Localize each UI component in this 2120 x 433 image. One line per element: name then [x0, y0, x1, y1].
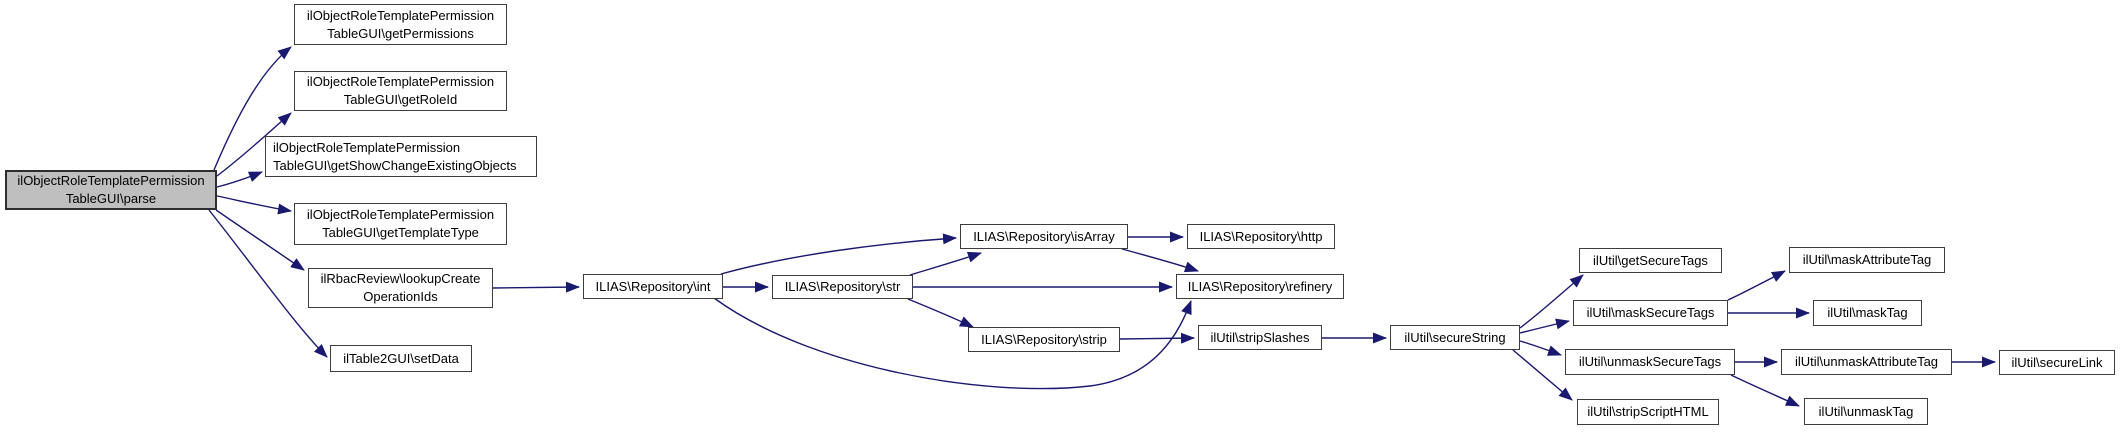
node-isArray-label: ILIAS\Repository\isArray — [973, 228, 1115, 244]
node-getSecureTags-label: ilUtil\getSecureTags — [1593, 252, 1708, 268]
edge-parse-to-getTemplateType — [216, 195, 292, 215]
node-lookupCreateOperationIds[interactable]: ilRbacReview\lookupCreate OperationIds — [308, 268, 493, 308]
node-stripSlashes-label: ilUtil\stripSlashes — [1210, 329, 1310, 345]
node-http[interactable]: ILIAS\Repository\http — [1187, 224, 1335, 249]
edge-parse-to-setData — [208, 209, 328, 358]
node-maskTag-label: ilUtil\maskTag — [1827, 305, 1908, 320]
node-parse[interactable]: ilObjectRoleTemplatePermission TableGUI\… — [5, 170, 217, 210]
node-stripScriptHTML[interactable]: ilUtil\stripScriptHTML — [1577, 399, 1719, 425]
node-getTemplateType-label: ilObjectRoleTemplatePermission TableGUI\… — [306, 207, 495, 240]
node-int[interactable]: ILIAS\Repository\int — [583, 274, 723, 299]
node-getPermissions[interactable]: ilObjectRoleTemplatePermission TableGUI\… — [294, 4, 507, 45]
node-lookupCreateOperationIds-label: ilRbacReview\lookupCreate OperationIds — [320, 271, 481, 304]
node-secureLink[interactable]: ilUtil\secureLink — [1999, 350, 2115, 375]
node-maskAttributeTag[interactable]: ilUtil\maskAttributeTag — [1789, 247, 1945, 273]
node-str[interactable]: ILIAS\Repository\str — [772, 275, 913, 299]
node-maskSecureTags[interactable]: ilUtil\maskSecureTags — [1573, 300, 1728, 326]
node-secureString-label: ilUtil\secureString — [1404, 329, 1506, 345]
edge-secureString-to-maskSecureTags — [1519, 318, 1570, 334]
node-strip[interactable]: ILIAS\Repository\strip — [968, 327, 1120, 352]
edge-parse-to-getRoleId — [216, 112, 292, 177]
node-parse-label: ilObjectRoleTemplatePermission TableGUI\… — [17, 173, 205, 206]
node-str-label: ILIAS\Repository\str — [784, 279, 901, 294]
node-refinery-label: ILIAS\Repository\refinery — [1187, 278, 1333, 294]
node-isArray[interactable]: ILIAS\Repository\isArray — [960, 224, 1128, 249]
edge-parse-to-lookupCreateOperationIds — [215, 209, 305, 271]
edge-strip-to-stripSlashes — [1119, 332, 1195, 344]
edge-int-to-refinery — [713, 297, 1192, 390]
node-maskSecureTags-label: ilUtil\maskSecureTags — [1586, 305, 1715, 320]
edge-secureString-to-getSecureTags — [1519, 274, 1584, 329]
node-getRoleId-label: ilObjectRoleTemplatePermission TableGUI\… — [306, 74, 495, 107]
node-secureString[interactable]: ilUtil\secureString — [1390, 325, 1520, 350]
edge-maskSecureTags-to-maskAttributeTag — [1727, 270, 1786, 301]
node-getPermissions-label: ilObjectRoleTemplatePermission TableGUI\… — [306, 7, 495, 41]
node-maskTag[interactable]: ilUtil\maskTag — [1813, 300, 1922, 326]
edge-str-to-strip — [907, 298, 974, 328]
node-unmaskSecureTags-label: ilUtil\unmaskSecureTags — [1578, 354, 1722, 369]
node-http-label: ILIAS\Repository\http — [1199, 228, 1323, 244]
node-getShowChangeExistingObjects[interactable]: ilObjectRoleTemplatePermission TableGUI\… — [265, 136, 537, 177]
node-unmaskTag-label: ilUtil\unmaskTag — [1818, 403, 1914, 419]
edge-parse-to-getPermissions — [213, 46, 292, 171]
node-setData[interactable]: ilTable2GUI\setData — [330, 345, 472, 372]
edge-isArray-to-refinery — [1121, 248, 1199, 273]
edge-unmaskSecureTags-to-unmaskTag — [1730, 374, 1800, 407]
node-getTemplateType[interactable]: ilObjectRoleTemplatePermission TableGUI\… — [294, 203, 507, 245]
node-maskAttributeTag-label: ilUtil\maskAttributeTag — [1802, 252, 1932, 267]
node-getRoleId[interactable]: ilObjectRoleTemplatePermission TableGUI\… — [294, 71, 507, 111]
node-getSecureTags[interactable]: ilUtil\getSecureTags — [1579, 248, 1722, 273]
edge-lookupCreateOperationIds-to-int — [492, 281, 580, 293]
node-unmaskTag[interactable]: ilUtil\unmaskTag — [1804, 398, 1928, 425]
node-unmaskSecureTags[interactable]: ilUtil\unmaskSecureTags — [1565, 349, 1735, 375]
node-stripScriptHTML-label: ilUtil\stripScriptHTML — [1587, 404, 1709, 419]
edge-int-to-isArray — [720, 233, 957, 275]
node-strip-label: ILIAS\Repository\strip — [981, 331, 1107, 347]
node-setData-label: ilTable2GUI\setData — [343, 350, 459, 366]
edge-secureString-to-stripScriptHTML — [1512, 349, 1573, 401]
node-int-label: ILIAS\Repository\int — [595, 278, 711, 294]
node-getShowChangeExistingObjects-label: ilObjectRoleTemplatePermission TableGUI\… — [273, 139, 517, 173]
edge-parse-to-getShowChangeExistingObjects — [216, 171, 263, 188]
node-unmaskAttributeTag[interactable]: ilUtil\unmaskAttributeTag — [1781, 349, 1952, 375]
edge-secureString-to-unmaskSecureTags — [1519, 340, 1562, 356]
node-stripSlashes[interactable]: ilUtil\stripSlashes — [1198, 325, 1322, 350]
edge-str-to-isArray — [909, 251, 982, 276]
node-unmaskAttributeTag-label: ilUtil\unmaskAttributeTag — [1794, 354, 1939, 369]
node-secureLink-label: ilUtil\secureLink — [2011, 354, 2103, 370]
node-refinery[interactable]: ILIAS\Repository\refinery — [1176, 274, 1344, 299]
